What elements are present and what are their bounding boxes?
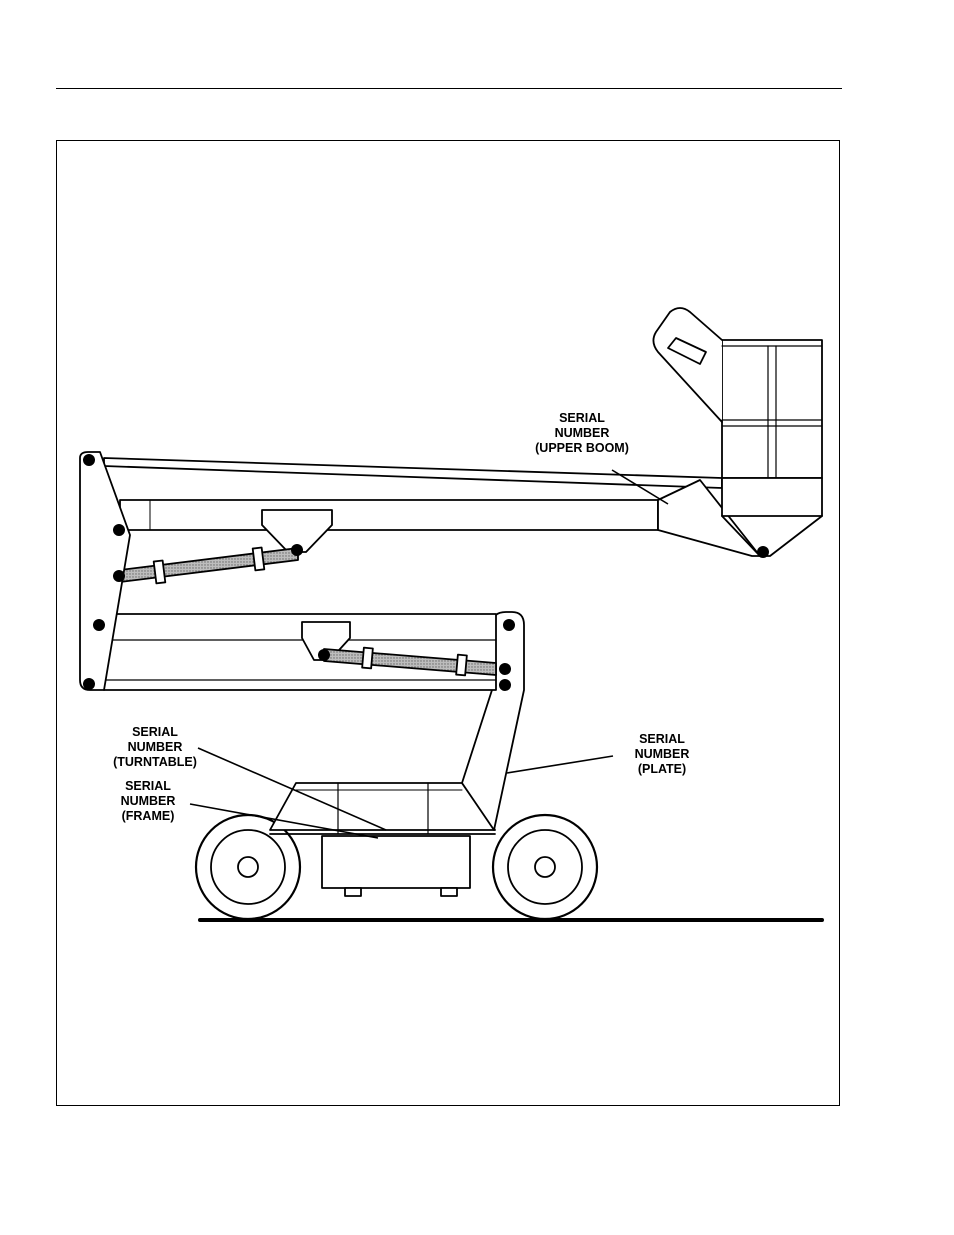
svg-text:NUMBER: NUMBER [555, 426, 610, 440]
tension-rod [104, 458, 722, 488]
svg-text:(UPPER BOOM): (UPPER BOOM) [535, 441, 629, 455]
lower-boom [104, 614, 496, 690]
chassis-frame [322, 836, 470, 888]
svg-text:SERIAL: SERIAL [559, 411, 605, 425]
upper-lift-cylinder [120, 547, 298, 583]
chassis-foot-left [345, 888, 361, 896]
upper-boom [120, 500, 658, 530]
svg-text:(FRAME): (FRAME) [122, 809, 175, 823]
svg-text:SERIAL: SERIAL [132, 725, 178, 739]
rear-wheel [493, 815, 597, 919]
callout-frame: SERIAL NUMBER (FRAME) [121, 779, 176, 823]
svg-text:(TURNTABLE): (TURNTABLE) [113, 755, 197, 769]
svg-text:NUMBER: NUMBER [128, 740, 183, 754]
chassis-foot-right [441, 888, 457, 896]
svg-text:NUMBER: NUMBER [121, 794, 176, 808]
svg-text:NUMBER: NUMBER [635, 747, 690, 761]
svg-text:SERIAL: SERIAL [639, 732, 685, 746]
leader-plate [507, 756, 613, 773]
callout-plate: SERIAL NUMBER (PLATE) [635, 732, 690, 776]
svg-text:(PLATE): (PLATE) [638, 762, 686, 776]
callout-turntable: SERIAL NUMBER (TURNTABLE) [113, 725, 197, 769]
svg-text:SERIAL: SERIAL [125, 779, 171, 793]
callout-upper-boom: SERIAL NUMBER (UPPER BOOM) [535, 411, 629, 455]
